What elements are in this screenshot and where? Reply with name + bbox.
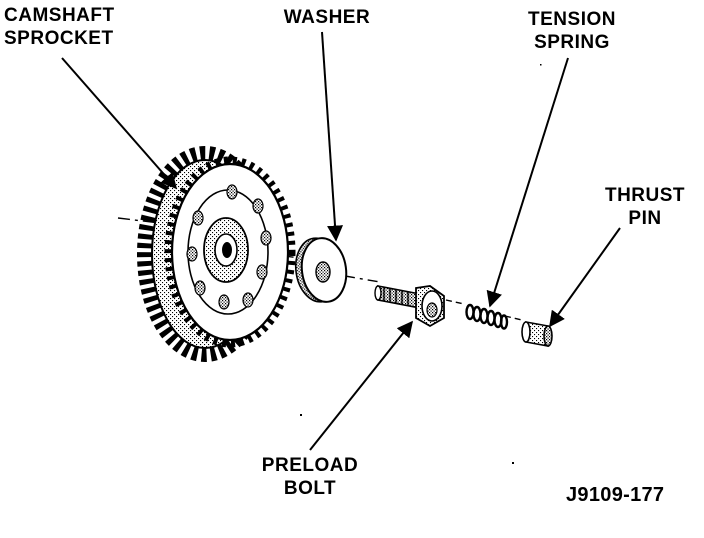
figure-id: J9109-177: [566, 484, 665, 506]
tension-spring-part: [465, 303, 509, 330]
camshaft-sprocket-label-line1: CAMSHAFT: [4, 5, 115, 26]
thrust-pin-label: THRUST PIN: [590, 184, 700, 230]
scan-specks: [300, 64, 542, 464]
thrust-pin-label-line1: THRUST: [604, 185, 686, 206]
camshaft-sprocket-label-line2: SPROCKET: [4, 28, 114, 49]
preload-bolt-label-line1: PRELOAD: [261, 455, 359, 476]
thrust-pin-leader: [549, 227, 621, 328]
washer-leader: [321, 31, 344, 242]
tension-spring-label-line2: SPRING: [534, 32, 610, 53]
camshaft-sprocket-leader: [61, 57, 178, 190]
preload-bolt-label: PRELOAD BOLT: [240, 454, 380, 500]
camshaft-sprocket-label: CAMSHAFT SPROCKET: [4, 4, 115, 50]
washer-part: [294, 237, 348, 303]
thrust-pin-part: [521, 321, 553, 347]
camshaft-sprocket-part: [137, 146, 296, 362]
preload-bolt-label-line2: BOLT: [283, 478, 337, 499]
preload-bolt-leader: [309, 320, 413, 451]
washer-label: WASHER: [272, 6, 382, 29]
preload-bolt-part: [374, 285, 445, 328]
washer-label-text: WASHER: [283, 7, 371, 28]
tension-spring-leader: [486, 57, 569, 308]
thrust-pin-label-line2: PIN: [628, 208, 662, 229]
tension-spring-label: TENSION SPRING: [512, 8, 632, 54]
tension-spring-label-line1: TENSION: [528, 9, 616, 30]
